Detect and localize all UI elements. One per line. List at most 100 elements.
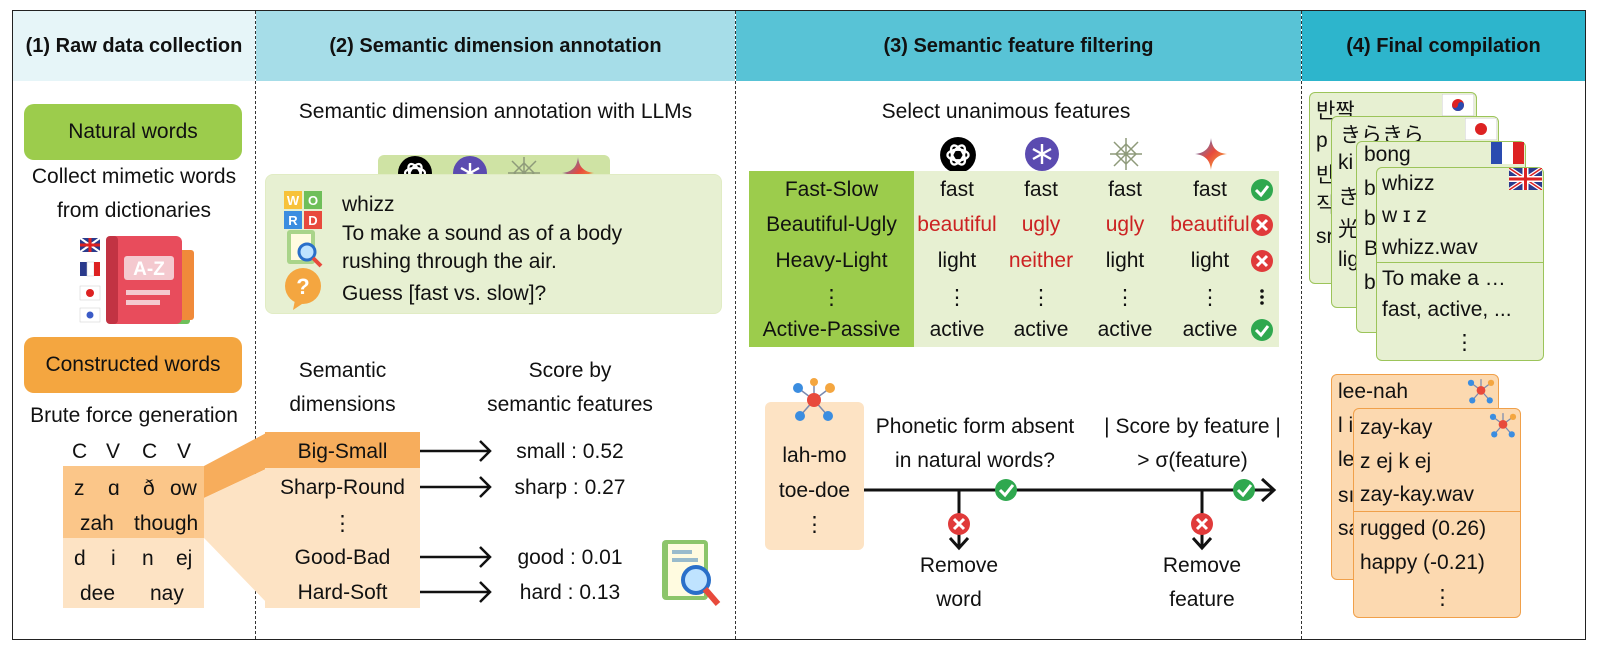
card-fragment: lig [1338,248,1360,271]
card-fragment: 반 [1316,164,1336,187]
candidate-word: lah-mo [782,444,847,467]
model-judgement: fast [1108,178,1142,201]
card-feature: rugged (0.26) [1360,517,1487,540]
dims-header: Semantic [298,359,387,382]
card-divider [1377,262,1543,263]
filter-question-1: Phonetic form absent [875,415,1075,438]
llm-logo-purple-icon [1025,137,1059,171]
card-fragment: sr [1316,225,1334,248]
arrow-icon [420,581,492,603]
card-word: zay-kay [1360,416,1433,439]
divider [255,11,256,639]
section-header-4: (4) Final compilation [1302,11,1585,81]
cvcv-c: C [72,440,88,463]
semantic-dimension: Big-Small [297,440,388,463]
dims-header: dimensions [289,393,396,416]
divider [735,11,736,639]
section-header-2: (2) Semantic dimension annotation [256,11,735,81]
ipa-token: d [74,547,86,570]
candidate-word: toe-doe [778,479,851,502]
check-icon [1251,319,1273,341]
card-fragment: 光 [1338,218,1359,241]
feature-dimension: Active-Passive [762,318,901,341]
card-divider [1354,511,1520,512]
svg-text:?: ? [296,274,309,299]
japan-flag-icon [1465,118,1497,140]
constructed-words-box: Constructed words [24,337,242,393]
filter-question-2: > σ(feature) [1137,449,1248,472]
model-judgement: light [1190,249,1230,272]
llm-annotation-heading: Semantic dimension annotation with LLMs [298,100,693,123]
ipa-token: ow [170,477,197,500]
model-judgement: ⋮ [1030,286,1052,309]
section-title: (2) Semantic dimension annotation [329,34,662,57]
feature-table-dim-column [749,171,914,347]
word-tile-letter: O [308,193,318,208]
dims-highlight [265,432,420,468]
card-ipa: z ej k ej [1360,450,1432,473]
card-fragment: 직 [1316,194,1336,217]
prompt-question: Guess [fast vs. slow]? [342,282,547,305]
cvcv-v: V [177,440,192,463]
annotation-prompt-card [265,174,722,314]
arrow-icon [420,476,492,498]
model-judgement: ugly [1021,213,1061,236]
model-judgement: active [1097,318,1153,341]
word-tile-letter: W [287,193,300,208]
semantic-dimension: Good-Bad [294,546,391,569]
semantic-dimension: Hard-Soft [297,581,388,604]
check-icon [995,479,1017,501]
gemini-logo-icon [1195,138,1227,170]
word-tile-letter: R [288,213,298,228]
semantic-dimension: Sharp-Round [280,476,405,499]
dictionary-search-icon [287,230,323,268]
cvcv-c: C [142,440,158,463]
book-label: A-Z [133,259,165,280]
feature-dimension: ⋮ [821,286,842,309]
model-judgement: ⋮ [1199,286,1221,309]
card-fragment: き [1338,186,1359,209]
card-dots: ⋮ [1454,331,1475,354]
prompt-definition: rushing through the air. [342,250,557,273]
arrow-icon [420,440,492,462]
card-fragment: B [1364,237,1379,260]
model-judgement: light [1105,249,1145,272]
spelling-token: though [134,512,199,535]
score-header: semantic features [487,393,653,416]
model-judgement: active [929,318,985,341]
card-features: fast, active, ... [1382,298,1512,321]
constructed-card [1353,408,1521,618]
model-judgement: ⋮ [1114,286,1136,309]
filter-pipeline [864,477,1277,551]
card-fragment: b [1364,271,1376,294]
brute-force-label: Brute force generation [30,404,238,427]
prompt-word: whizz [342,193,395,216]
network-icon [1467,379,1495,404]
word-tiles-icon: W O R D [284,191,322,229]
semantic-dimension: ⋮ [332,512,353,535]
dictionary-search-icon [662,540,721,606]
network-icon [793,378,835,421]
model-judgement: neither [1008,249,1074,272]
model-judgement: ⋮ [946,286,968,309]
model-judgement: ugly [1105,213,1145,236]
remove-word-label: word [936,588,982,611]
generated-word-row [63,538,204,608]
korea-flag-icon [1442,94,1474,116]
ipa-token: ɑ [108,477,120,500]
ipa-token: z [74,477,85,500]
feature-dimension: Beautiful-Ugly [766,213,897,236]
card-audio: whizz.wav [1382,236,1478,259]
dictionary-book-icon: A-Z [79,236,194,324]
card-ipa: w ɪ z [1382,204,1427,227]
model-judgement: fast [940,178,974,201]
check-icon [1233,479,1255,501]
card-fragment: le [1338,448,1355,471]
score-arrows [420,440,492,603]
model-judgement: light [937,249,977,272]
model-judgement: fast [1024,178,1058,201]
card-word: bong [1364,143,1411,166]
cross-icon [1251,214,1273,236]
model-judgement: active [1182,318,1238,341]
spelling-token: dee [80,582,116,605]
